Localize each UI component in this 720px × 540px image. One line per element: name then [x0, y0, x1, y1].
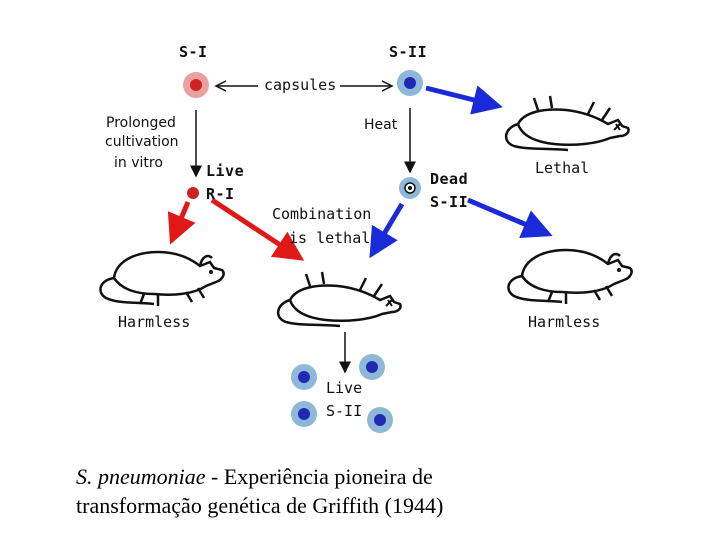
- r1-to-harmless-arrow: [167, 201, 196, 245]
- dead-mouse-lethal: [504, 94, 630, 152]
- live-s2-bacteria-group: [291, 354, 393, 433]
- s1-bacterium: [183, 72, 209, 98]
- prolonged-label-2: cultivation: [105, 134, 179, 150]
- s1-label: S-I: [179, 43, 208, 61]
- live-s2-label-2: S-II: [326, 402, 363, 420]
- live-s2-label-1: Live: [326, 379, 363, 397]
- combination-label-2: is lethal: [289, 229, 371, 247]
- figure-caption: S. pneumoniae - Experiência pioneira de …: [76, 462, 696, 520]
- dead-s2-bacterium: [399, 177, 421, 199]
- lethal-label: Lethal: [535, 159, 590, 177]
- dead-s2-label-2: S-II: [430, 193, 469, 211]
- capsules-label: capsules: [264, 76, 337, 94]
- caption-line2: transformação genética de Griffith (1944…: [76, 493, 444, 518]
- diagram-canvas: [99, 70, 633, 433]
- prolonged-label-1: Prolonged: [106, 115, 176, 131]
- griffith-experiment-diagram: S-I S-II capsules Prolonged cultivation …: [99, 43, 633, 433]
- live-r1-label-2: R-I: [206, 185, 235, 203]
- dead-s2-to-combination-arrow: [369, 202, 405, 259]
- live-r1-bacterium: [187, 187, 199, 199]
- dead-s2-to-harmless-arrow: [467, 197, 553, 239]
- harmless-left-label: Harmless: [118, 313, 191, 331]
- caption-species: S. pneumoniae: [76, 464, 206, 489]
- combination-label-1: Combination: [272, 205, 372, 223]
- r1-to-combination-arrow: [210, 197, 305, 261]
- live-mouse-harmless-left: [99, 250, 225, 308]
- caption-line1-rest: - Experiência pioneira de: [205, 464, 433, 489]
- harmless-right-label: Harmless: [528, 313, 601, 331]
- heat-label: Heat: [364, 117, 398, 133]
- s2-to-lethal-arrow: [425, 85, 503, 115]
- live-mouse-harmless-right: [507, 248, 633, 306]
- dead-mouse-combination: [276, 270, 402, 328]
- prolonged-label-3: in vitro: [114, 155, 163, 171]
- dead-s2-label-1: Dead: [430, 170, 469, 188]
- s2-label: S-II: [389, 43, 428, 61]
- s2-bacterium: [397, 70, 423, 96]
- live-r1-label-1: Live: [206, 162, 245, 180]
